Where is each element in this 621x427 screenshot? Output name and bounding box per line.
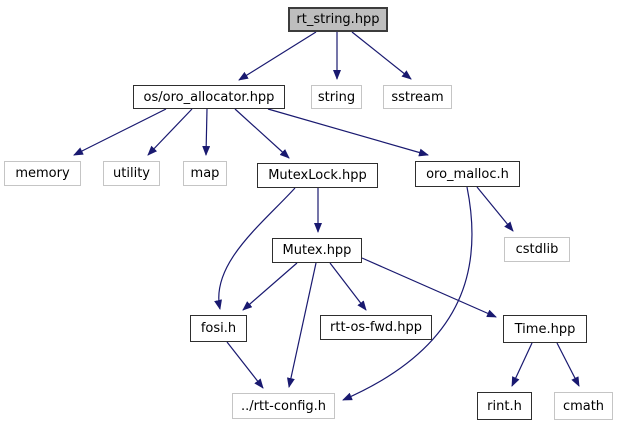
edge-oro_allocator-to-memory xyxy=(73,108,167,156)
node-time[interactable]: Time.hpp xyxy=(503,315,587,343)
node-cmath: cmath xyxy=(554,392,613,420)
node-fosi[interactable]: fosi.h xyxy=(190,315,247,342)
node-string: string xyxy=(311,85,362,109)
edge-oro_allocator-to-map xyxy=(202,108,211,156)
node-rt_string: rt_string.hpp xyxy=(288,7,388,32)
edge-time-to-rint xyxy=(511,342,533,387)
edges-group xyxy=(73,31,580,401)
node-rint[interactable]: rint.h xyxy=(477,392,532,420)
edge-time-to-cmath xyxy=(556,342,580,387)
edge-oro_malloc-to-cstdlib xyxy=(476,186,514,232)
node-mutex[interactable]: Mutex.hpp xyxy=(272,238,362,263)
edge-rt_string-to-oro_allocator xyxy=(238,31,317,81)
edge-mutex-to-rtt_os_fwd xyxy=(329,262,367,311)
node-mutexlock[interactable]: MutexLock.hpp xyxy=(257,163,378,188)
edge-mutexlock-to-fosi xyxy=(214,187,296,310)
node-rtt_config: ../rtt-config.h xyxy=(232,393,335,419)
edge-oro_allocator-to-utility xyxy=(147,108,193,156)
edge-oro_allocator-to-oro_malloc xyxy=(267,108,429,157)
node-map: map xyxy=(183,161,227,186)
edge-mutex-to-rtt_config xyxy=(287,262,317,388)
node-utility: utility xyxy=(103,161,160,186)
node-sstream: sstream xyxy=(383,85,452,109)
node-cstdlib: cstdlib xyxy=(504,237,570,262)
node-memory: memory xyxy=(4,161,81,186)
edge-mutex-to-fosi xyxy=(242,262,298,311)
node-oro_malloc[interactable]: oro_malloc.h xyxy=(415,161,520,187)
node-oro_allocator[interactable]: os/oro_allocator.hpp xyxy=(133,85,285,109)
edge-rt_string-to-sstream xyxy=(351,31,412,80)
node-rtt_os_fwd[interactable]: rtt-os-fwd.hpp xyxy=(320,315,432,340)
edge-mutex-to-time xyxy=(361,257,497,318)
edge-oro_allocator-to-mutexlock xyxy=(234,108,290,159)
edge-fosi-to-rtt_config xyxy=(226,341,264,389)
edge-oro_malloc-to-rtt_config xyxy=(342,186,473,401)
